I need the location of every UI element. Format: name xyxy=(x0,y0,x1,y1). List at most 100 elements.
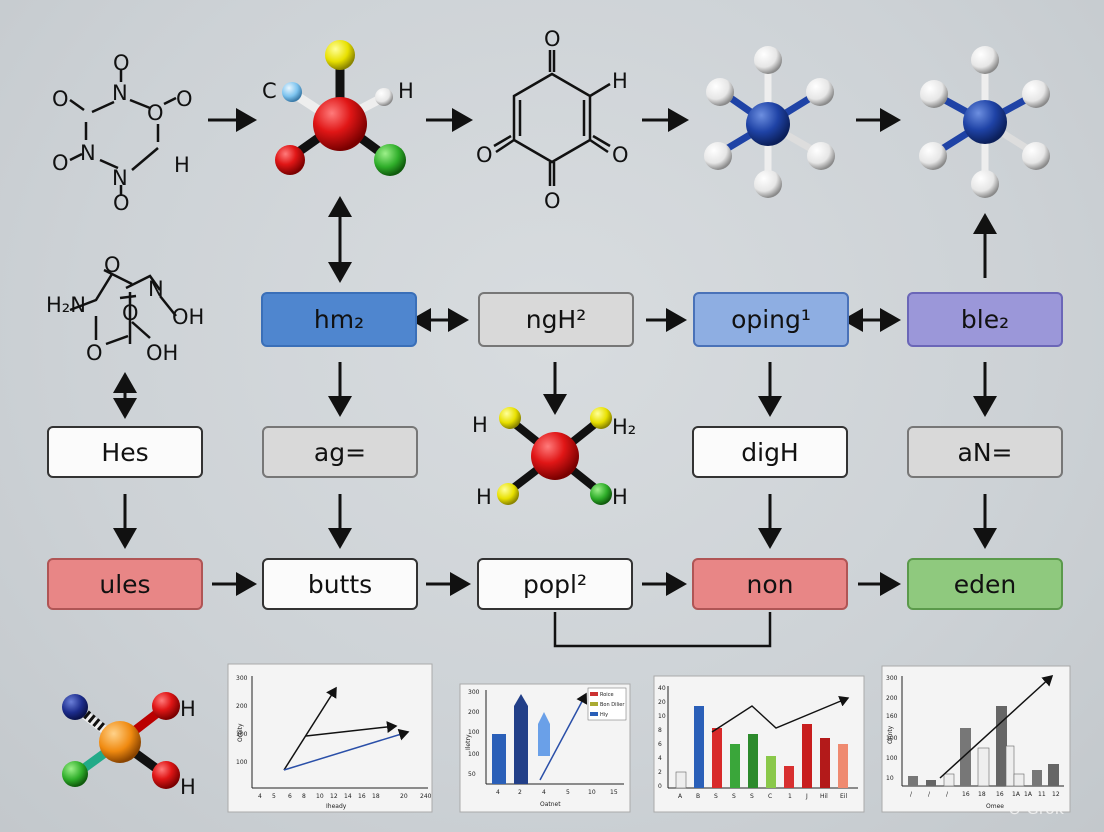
chart2-bar-2-cap xyxy=(514,694,528,706)
chart3-xtick-7: J xyxy=(805,793,808,800)
chart3-ytick-3: 8 xyxy=(658,727,662,734)
ball1-c-label: C xyxy=(262,79,277,103)
chart1-xtick-10: 240 xyxy=(420,793,432,800)
cage-h2n: H₂N xyxy=(46,293,86,317)
bracket-connector xyxy=(553,612,772,648)
ring-o-right: O xyxy=(176,87,193,111)
watermark-text: Grok xyxy=(1026,799,1064,818)
chart3-bar-1 xyxy=(675,771,687,789)
chart2-xtick-5: 15 xyxy=(610,789,618,796)
chart3-xtick-8: Hil xyxy=(820,793,828,800)
chart4-bar-6 xyxy=(996,706,1007,786)
chart2-ytick-3: 100 xyxy=(468,751,480,758)
water-h-bl: H xyxy=(476,485,492,509)
chart2-xtick-3: 5 xyxy=(566,789,570,796)
ring-n-top: N xyxy=(112,81,128,105)
chart3-bar-3 xyxy=(712,728,722,788)
bottom-mol-h-bottom: H xyxy=(180,775,196,799)
chart3-xtick-2: S xyxy=(714,793,718,800)
chart1-ylabel: Orbity xyxy=(237,723,244,742)
mini-chart-3: 40 20 10 8 6 4 2 0 A B S S S C 1 J Hil E… xyxy=(653,675,865,813)
chart4-xtick-1: / xyxy=(928,791,931,798)
chart1-xtick-7: 16 xyxy=(358,793,366,800)
water-h-br: H xyxy=(612,485,628,509)
chart4-ytick-3: 100 xyxy=(886,735,898,742)
chart4-ytick-2: 160 xyxy=(886,713,898,720)
chart4-bar-8 xyxy=(1013,773,1025,787)
chart4-bar-7 xyxy=(1005,745,1015,787)
mini-chart-4: 300 200 160 100 100 10 Onnty / / / 16 18… xyxy=(881,665,1071,813)
water-h-tl: H xyxy=(472,413,488,437)
ring-n-left: N xyxy=(80,141,96,165)
ball1-h-label: H xyxy=(398,79,414,103)
chart2-legend-1: Roice xyxy=(600,692,614,698)
chart3-xtick-9: Eil xyxy=(840,793,847,800)
cage-n: N xyxy=(148,277,164,301)
chart4-ytick-1: 200 xyxy=(886,695,898,702)
chart1-ytick-0: 300 xyxy=(236,675,248,682)
chart2-xlabel: Oatnet xyxy=(540,801,561,808)
chart3-trend-line xyxy=(711,696,850,733)
chart4-bar-10 xyxy=(1048,764,1059,786)
chart1-xlabel: Iheady xyxy=(326,803,347,810)
chart3-ytick-2: 10 xyxy=(658,713,666,720)
chart3-bar-9 xyxy=(820,738,830,788)
chart3-bar-4 xyxy=(730,744,740,788)
chart4-ytick-0: 300 xyxy=(886,675,898,682)
chart3-ytick-1: 20 xyxy=(658,699,666,706)
chart2-xtick-0: 4 xyxy=(496,789,500,796)
ring-n-bottom: N xyxy=(112,166,128,190)
chart2-bar-2 xyxy=(514,706,528,784)
grok-logo-icon: ⊘ xyxy=(1007,799,1022,818)
chart1-ytick-1: 200 xyxy=(236,703,248,710)
chart4-xtick-9: 12 xyxy=(1052,791,1060,798)
chart4-xlabel: Omee xyxy=(986,803,1004,810)
cage-o-bottom: O xyxy=(86,341,103,365)
water-h2-tr: H₂ xyxy=(612,415,636,439)
chart3-xtick-0: A xyxy=(678,793,683,800)
ring-h-right: H xyxy=(174,153,190,177)
chart1-ytick-3: 100 xyxy=(236,759,248,766)
chart1-xtick-6: 14 xyxy=(344,793,352,800)
chart1-arrow-2 xyxy=(305,721,398,737)
chart3-bar-10 xyxy=(838,744,848,788)
chart4-xtick-7: 1A xyxy=(1024,791,1033,798)
chart1-ytick-2: 100 xyxy=(236,731,248,738)
chart3-bar-8 xyxy=(802,724,812,788)
ring-o-top: O xyxy=(113,51,130,75)
chart2-ylabel: Iletry xyxy=(465,734,472,750)
chart3-xtick-4: S xyxy=(750,793,754,800)
chart2-bar-1 xyxy=(492,734,506,784)
chart3-xtick-5: C xyxy=(768,793,772,800)
chart1-xtick-4: 10 xyxy=(316,793,324,800)
chart2-legend-3: Hiy xyxy=(600,712,608,718)
chart4-xtick-4: 18 xyxy=(978,791,986,798)
chart2-legend-swatch-2 xyxy=(590,702,598,706)
chart4-xtick-0: / xyxy=(910,791,913,798)
chart2-legend-swatch-1 xyxy=(590,692,598,696)
chart1-arrow-1 xyxy=(283,686,337,771)
ring-o-mid: O xyxy=(147,101,164,125)
chart1-xtick-3: 8 xyxy=(302,793,306,800)
cage-o-top: O xyxy=(104,253,121,277)
chart3-ytick-4: 6 xyxy=(658,741,662,748)
chart4-ytick-5: 10 xyxy=(886,775,894,782)
mini-chart-1: 300 200 100 100 Orbity 4 5 6 8 10 12 14 … xyxy=(227,663,433,813)
chart3-bar-7 xyxy=(784,766,794,788)
chart3-xtick-6: 1 xyxy=(788,793,792,800)
chart1-xtick-1: 5 xyxy=(272,793,276,800)
chart4-ytick-4: 100 xyxy=(886,755,898,762)
chart1-xtick-2: 6 xyxy=(288,793,292,800)
chart3-xtick-1: B xyxy=(696,793,700,800)
chart2-ytick-2: 100 xyxy=(468,729,480,736)
chart4-bar-9 xyxy=(1032,770,1042,786)
chart2-bar-3-cap xyxy=(538,712,550,724)
octahedral-molecule-1 xyxy=(704,46,835,198)
chart2-ytick-4: 50 xyxy=(468,771,476,778)
